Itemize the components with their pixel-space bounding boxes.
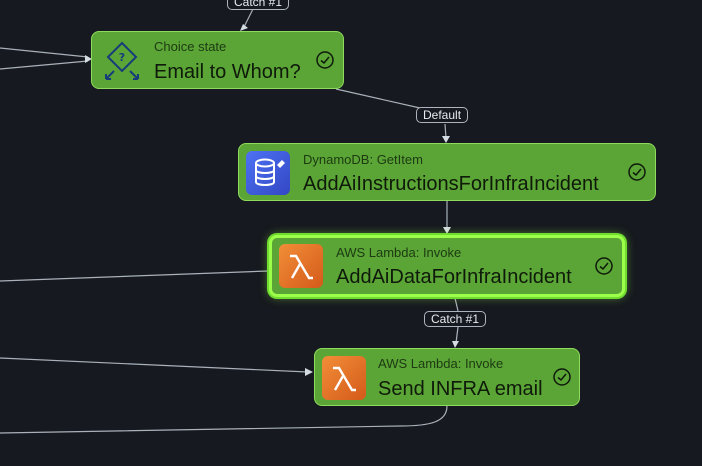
svg-text:?: ? bbox=[119, 51, 125, 64]
check-circle-icon bbox=[595, 257, 613, 275]
node-title: AddAiInstructionsForInfraIncident bbox=[303, 173, 599, 195]
node-lambda-add-ai-data[interactable]: AWS Lambda: Invoke AddAiDataForInfraInci… bbox=[269, 235, 625, 297]
node-choice-email-to-whom[interactable]: ? Choice state Email to Whom? bbox=[91, 31, 344, 89]
choice-state-icon: ? bbox=[105, 41, 139, 80]
edge-left-to-email bbox=[0, 357, 309, 373]
lambda-icon bbox=[322, 356, 366, 400]
edge-catch-to-choice bbox=[243, 8, 254, 28]
check-circle-icon bbox=[553, 368, 571, 386]
node-kind: AWS Lambda: Invoke bbox=[378, 356, 504, 371]
edge-default-to-dynamo bbox=[444, 123, 447, 139]
node-title: Send INFRA email bbox=[378, 378, 543, 400]
lambda-icon bbox=[279, 244, 323, 288]
dynamodb-icon bbox=[246, 151, 290, 195]
edge-left-to-lambda bbox=[0, 270, 269, 282]
node-dynamodb-getitem[interactable]: DynamoDB: GetItem AddAiInstructionsForIn… bbox=[238, 143, 656, 201]
edge-lambda-to-catch bbox=[454, 297, 459, 312]
edge-label-catch-mid: Catch #1 bbox=[424, 311, 487, 327]
edge-label-catch-top: Catch #1 bbox=[227, 0, 290, 10]
edge-left-to-choice-2 bbox=[0, 60, 89, 70]
check-circle-icon bbox=[628, 163, 646, 181]
node-title: AddAiDataForInfraIncident bbox=[336, 266, 572, 288]
edge-email-to-left bbox=[0, 405, 448, 434]
node-lambda-send-infra-email[interactable]: AWS Lambda: Invoke Send INFRA email bbox=[314, 348, 580, 406]
edge-choice-to-default bbox=[335, 88, 421, 109]
node-kind: Choice state bbox=[154, 39, 227, 54]
edge-catch-to-email bbox=[455, 326, 459, 344]
check-circle-icon bbox=[316, 51, 334, 69]
edge-label-default: Default bbox=[416, 107, 469, 123]
node-title: Email to Whom? bbox=[154, 61, 301, 83]
node-kind: AWS Lambda: Invoke bbox=[336, 245, 462, 260]
node-kind: DynamoDB: GetItem bbox=[303, 152, 423, 167]
edge-left-to-choice-1 bbox=[0, 47, 89, 58]
